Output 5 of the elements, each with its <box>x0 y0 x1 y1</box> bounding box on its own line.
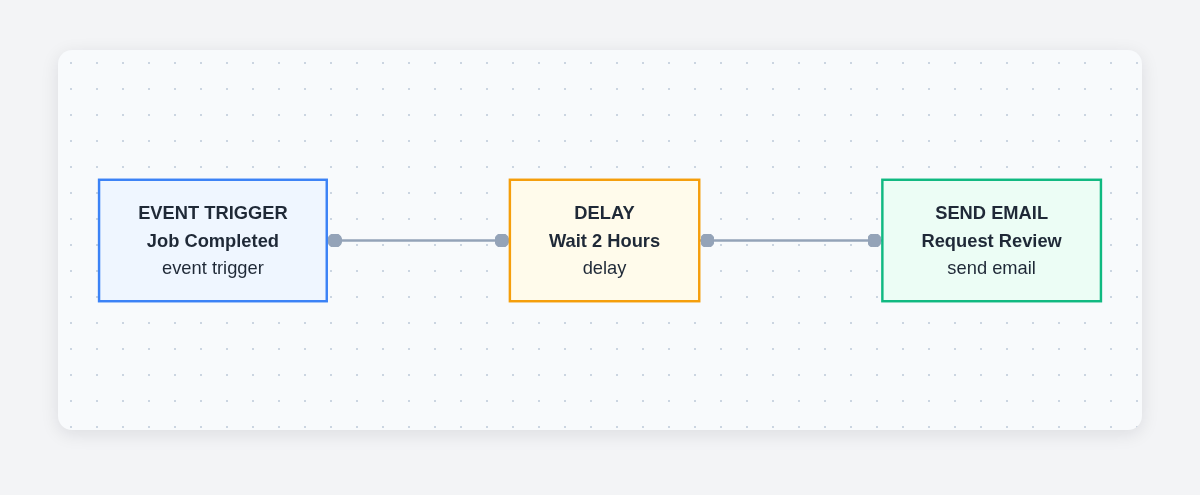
node-box: EVENT TRIGGER Job Completed event trigger <box>97 178 328 302</box>
node-box: SEND EMAIL Request Review send email <box>881 178 1103 302</box>
connector <box>699 232 883 248</box>
connector <box>326 232 510 248</box>
node-box: DELAY Wait 2 Hours delay <box>508 178 701 302</box>
